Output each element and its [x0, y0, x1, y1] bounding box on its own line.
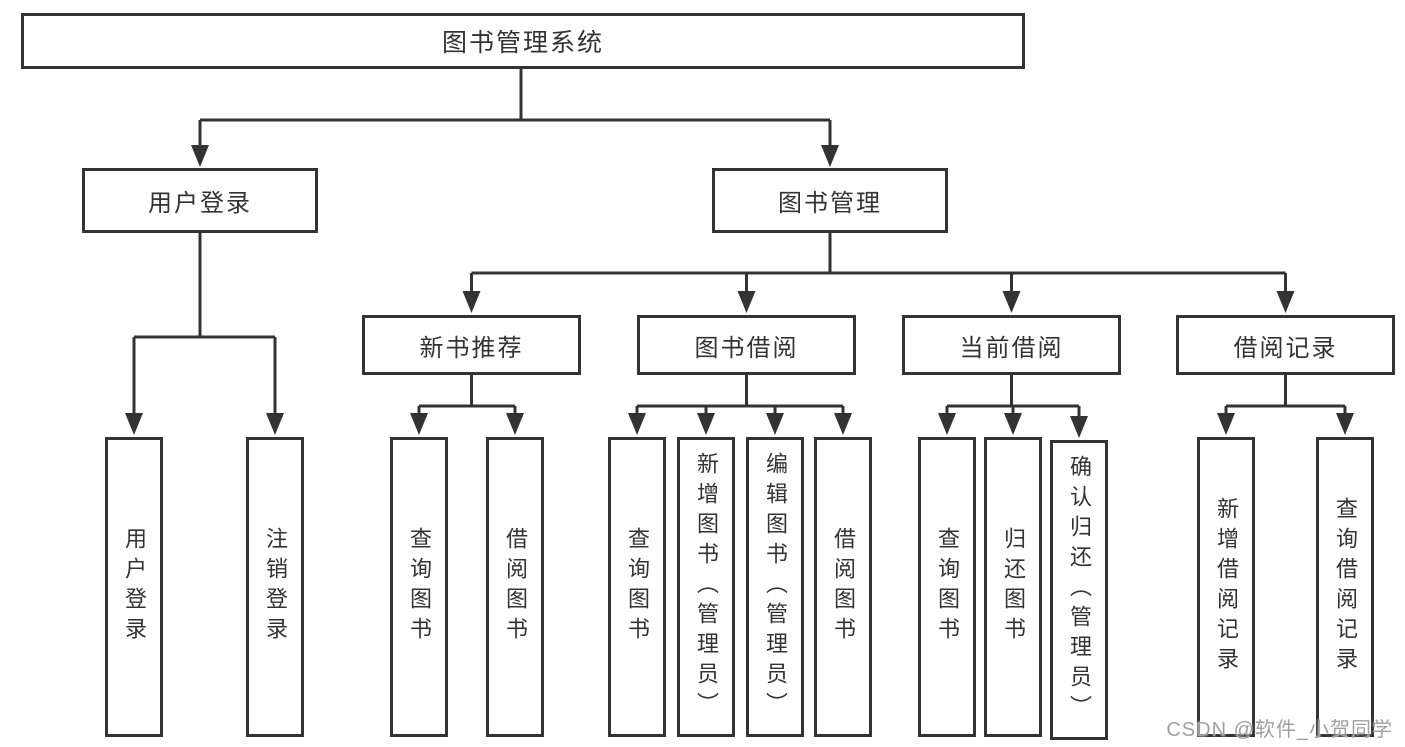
- leaf-confirm-return-admin: 确认归还（管理员）: [1050, 440, 1108, 740]
- node-label: 借阅图书: [831, 527, 856, 647]
- leaf-borrow-books: 借阅图书: [814, 437, 872, 737]
- arrow-icon: [266, 413, 284, 435]
- node-label: 当前借阅: [959, 334, 1064, 362]
- node-label: 新增借阅记录: [1214, 497, 1239, 677]
- leaf-add-borrow-record: 新增借阅记录: [1197, 437, 1255, 737]
- leaf-query-books-current: 查询图书: [918, 437, 976, 737]
- arrow-icon: [834, 413, 852, 435]
- connector-mgmt-to-level3: [470, 233, 1287, 294]
- node-book-borrow: 图书借阅: [637, 315, 856, 375]
- node-label: 查询图书: [935, 527, 960, 647]
- arrow-icon: [1217, 413, 1235, 435]
- arrow-icon: [1070, 416, 1088, 438]
- node-book-management: 图书管理: [712, 168, 948, 233]
- node-label: 借阅图书: [503, 527, 528, 647]
- arrow-icon: [125, 413, 143, 435]
- node-new-book-recommend: 新书推荐: [362, 315, 581, 375]
- connector-login-to-leaves: [132, 233, 277, 416]
- leaf-add-books-admin: 新增图书（管理员）: [677, 437, 735, 737]
- arrow-icon: [410, 413, 428, 435]
- csdn-watermark: CSDN @软件_小贺同学: [1166, 719, 1393, 741]
- node-label: 编辑图书（管理员）: [763, 452, 788, 722]
- leaf-query-books-borrow: 查询图书: [608, 437, 666, 737]
- node-label: 查询借阅记录: [1333, 497, 1358, 677]
- arrow-icon: [1002, 291, 1021, 313]
- arrow-icon: [1276, 291, 1295, 313]
- leaf-logout: 注销登录: [246, 437, 304, 737]
- arrow-icon: [628, 413, 646, 435]
- node-label: 用户登录: [122, 527, 147, 647]
- node-label: 确认归还（管理员）: [1067, 455, 1092, 725]
- node-user-login: 用户登录: [82, 168, 318, 233]
- connector-borrow-to-leaves: [635, 375, 845, 416]
- node-label: 注销登录: [263, 527, 288, 647]
- node-label: 新书推荐: [419, 334, 524, 362]
- node-label: 用户登录: [148, 190, 252, 217]
- connector-root-to-level2: [198, 69, 832, 148]
- node-label: 查询图书: [625, 527, 650, 647]
- node-label: 图书借阅: [694, 334, 799, 362]
- node-current-borrow: 当前借阅: [902, 315, 1121, 375]
- arrow-icon: [697, 413, 715, 435]
- arrow-icon: [821, 145, 839, 167]
- leaf-return-books: 归还图书: [984, 437, 1042, 737]
- node-root: 图书管理系统: [21, 13, 1025, 69]
- node-label: 图书管理系统: [441, 29, 604, 57]
- node-label: 新增图书（管理员）: [694, 452, 719, 722]
- leaf-edit-books-admin: 编辑图书（管理员）: [746, 437, 804, 737]
- node-borrow-records: 借阅记录: [1176, 315, 1395, 375]
- arrow-icon: [766, 413, 784, 435]
- leaf-user-login: 用户登录: [105, 437, 163, 737]
- connector-records-to-leaves: [1224, 375, 1347, 416]
- leaf-query-books-recommend: 查询图书: [390, 437, 448, 737]
- connector-current-to-leaves: [945, 375, 1081, 419]
- leaf-query-borrow-record: 查询借阅记录: [1316, 437, 1374, 737]
- arrow-icon: [737, 291, 756, 313]
- node-label: 图书管理: [778, 190, 882, 217]
- arrow-icon: [1004, 413, 1022, 435]
- node-label: 查询图书: [407, 527, 432, 647]
- arrow-icon: [938, 413, 956, 435]
- arrow-icon: [506, 413, 524, 435]
- node-label: 借阅记录: [1233, 334, 1338, 362]
- leaf-borrow-books-recommend: 借阅图书: [486, 437, 544, 737]
- node-label: 归还图书: [1001, 527, 1026, 647]
- arrow-icon: [1336, 413, 1354, 435]
- connector-newbook-to-leaves: [417, 375, 517, 416]
- arrow-icon: [462, 291, 481, 313]
- arrow-icon: [191, 145, 209, 167]
